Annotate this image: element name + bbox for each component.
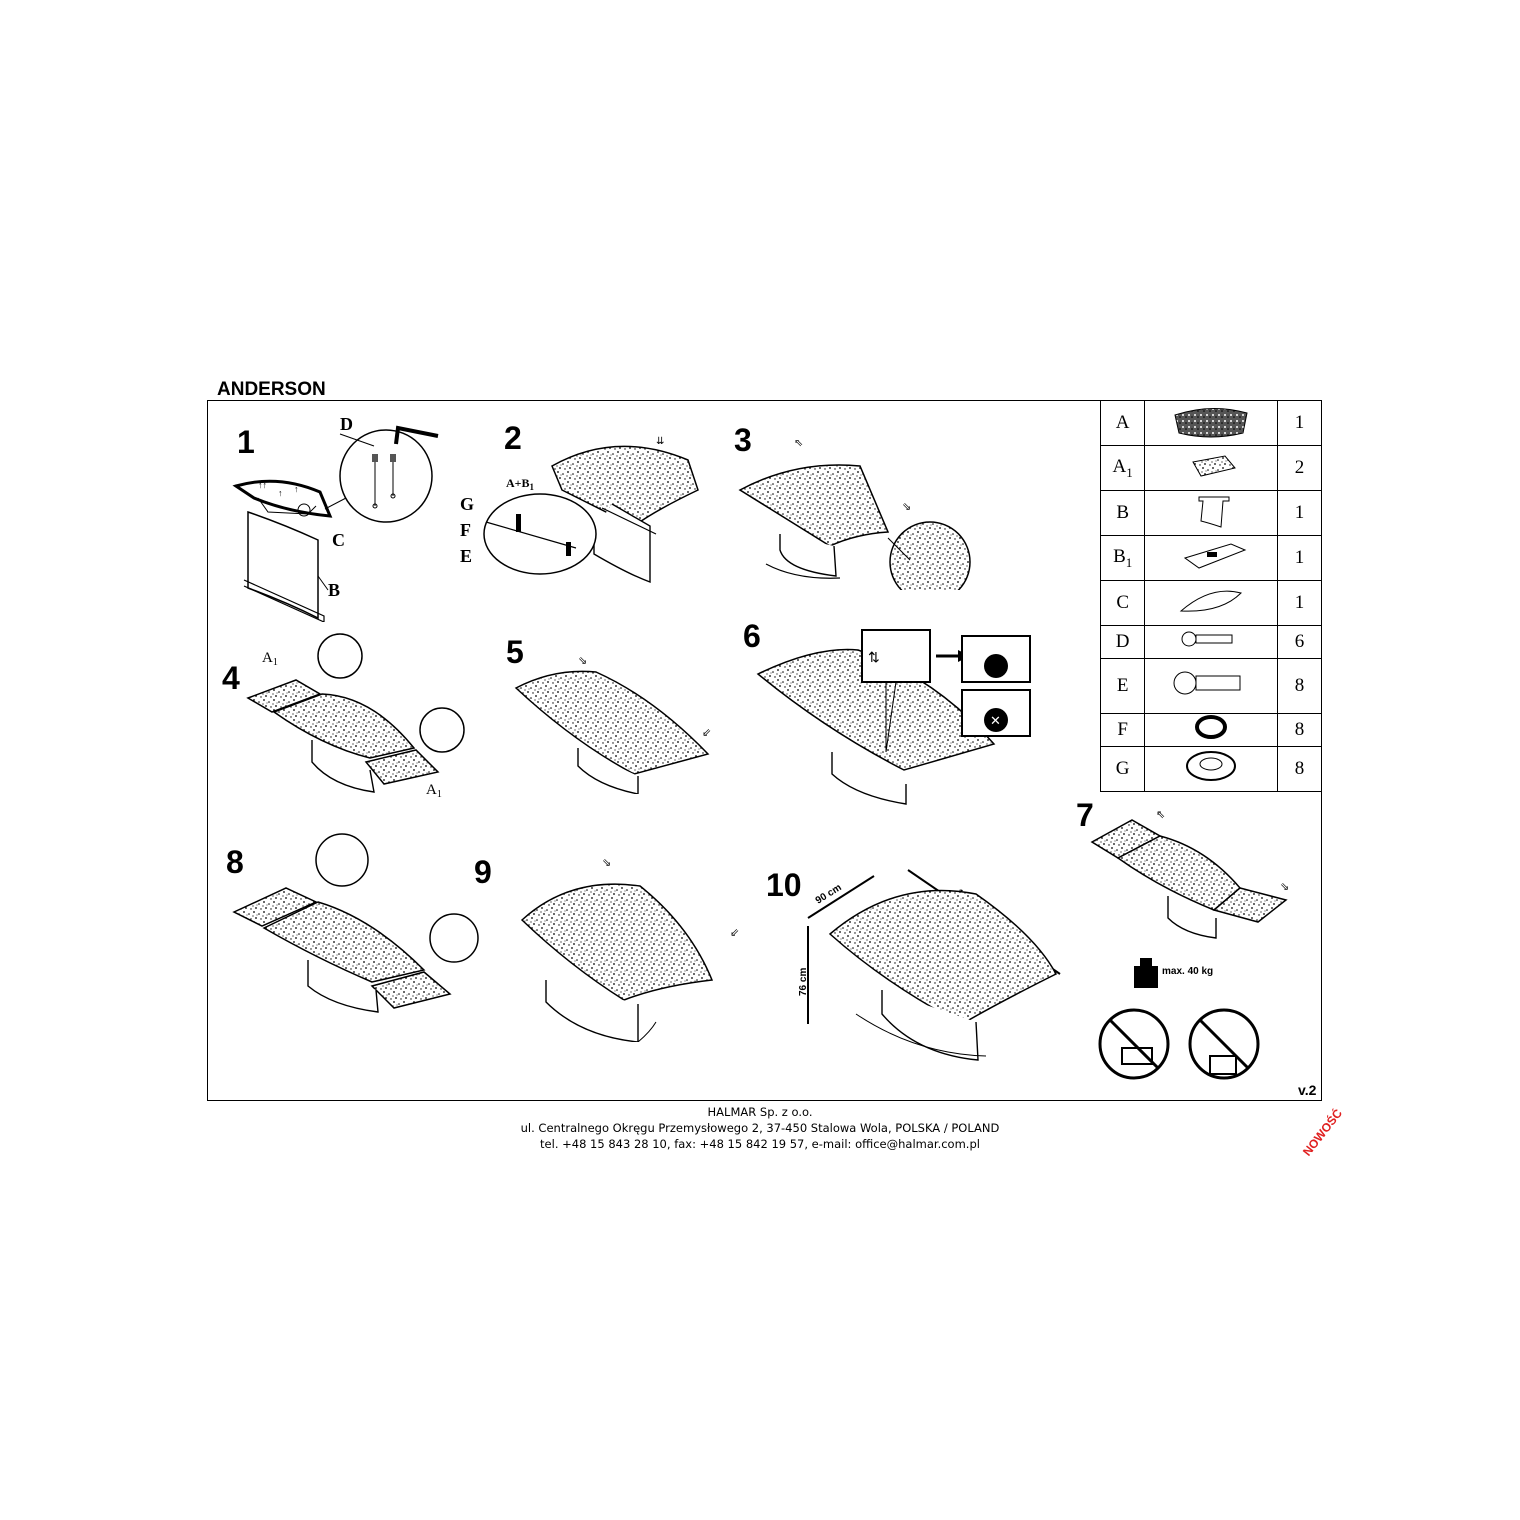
document-title: ANDERSON [217,379,326,400]
svg-text:✕: ✕ [990,713,1001,728]
svg-text:↑: ↑ [278,488,283,498]
step-2-number: 2 [504,420,522,456]
part-quantity: 2 [1276,445,1323,491]
max-weight-label: max. 40 kg [1162,966,1213,977]
cross-icon [984,708,1008,732]
step-6-number: 6 [743,618,761,654]
step-10-number: 10 [766,867,802,903]
footer-company: HALMAR Sp. z o.o. [707,1105,813,1119]
bolt-icon [1144,658,1278,714]
extension-leaf-icon [1144,445,1278,491]
part-quantity: 8 [1276,658,1323,714]
part-code: F [1099,713,1146,747]
step-7-number: 7 [1076,797,1094,833]
step-7-illustration: ⇖ ⇘ [1090,809,1289,939]
label-f: F [460,520,471,540]
arrow-icon: ↑↑ [258,480,267,490]
part-quantity: 8 [1276,746,1323,792]
step-8-number: 8 [226,844,244,880]
step-3-number: 3 [734,422,752,458]
parts-row: A1 2 [1099,445,1323,491]
part-code: A1 [1099,445,1146,491]
part-code: A [1099,400,1146,446]
base-plate-icon [1144,580,1278,626]
footer-address: ul. Centralnego Okręgu Przemysłowego 2, … [520,1121,1000,1135]
bolt-icon [566,542,571,556]
part-quantity: 6 [1276,625,1323,659]
checkmark-icon [984,654,1008,678]
allen-key-icon [394,425,439,445]
step-3-illustration: ⇖ ⇘ [738,440,971,590]
svg-text:A+B1: A+B1 [506,476,535,492]
svg-text:⇖: ⇖ [1156,809,1165,821]
part-code: B1 [1099,535,1146,581]
label-b: B [328,580,340,600]
step-4-number: 4 [222,660,240,696]
part-code: B [1099,490,1146,536]
spring-washer-icon [1144,713,1278,747]
part-quantity: 8 [1276,713,1323,747]
label-a1-bottom: A1 [426,782,442,800]
step-4-illustration: A1 A1 [246,633,465,800]
label-a1-top: A1 [262,650,278,668]
svg-text:⇙: ⇙ [730,927,739,939]
flat-washer-icon [1144,746,1278,792]
frame-plate-icon [1144,535,1278,581]
part-code: G [1099,746,1146,792]
svg-text:⇘: ⇘ [1280,881,1289,893]
step-9-illustration: ⇘ ⇙ [520,857,739,1042]
step-6-illustration: ⇅ ✕ [756,629,1031,805]
footer: HALMAR Sp. z o.o. ul. Centralnego Okręgu… [0,1104,1520,1152]
part-code: D [1099,625,1146,659]
svg-text:⇊: ⇊ [656,436,664,447]
screw-icon [390,454,396,462]
step-10-illustration: 90 cm 160 (250) cm 76 cm [798,869,1061,1061]
svg-text:⇙: ⇙ [702,727,711,739]
bolt-icon [516,514,521,532]
step-8-illustration [232,833,479,1013]
label-e: E [460,546,472,566]
step-1-illustration: ↑↑ ↑ ↑ D C B [232,416,439,622]
step-5-illustration: ⇘ ⇙ [514,655,711,794]
width-dimension: 90 cm [814,882,844,906]
step-1-number: 1 [237,424,255,460]
label-d: D [340,416,353,434]
svg-text:↑: ↑ [294,484,299,494]
tabletop-icon [1144,400,1278,446]
step-2-illustration: ⇊ A+B1 G F E [460,436,699,583]
label-g: G [460,494,474,514]
svg-text:⇘: ⇘ [602,857,611,869]
svg-text:⇘: ⇘ [902,501,911,513]
version-label: v.2 [1298,1082,1317,1098]
part-quantity: 1 [1276,535,1323,581]
part-quantity: 1 [1276,580,1323,626]
screw-icon [1144,625,1278,659]
instruction-frame [207,400,1322,1101]
part-code: C [1099,580,1146,626]
step-9-number: 9 [474,854,492,890]
svg-text:⇘: ⇘ [578,655,587,667]
parts-row: B1 1 [1099,535,1323,581]
part-quantity: 1 [1276,400,1323,446]
part-code: E [1099,658,1146,714]
base-leg-icon [1144,490,1278,536]
height-dimension: 76 cm [798,968,809,996]
svg-text:⇖: ⇖ [794,440,803,449]
step-5-number: 5 [506,634,524,670]
warnings-illustration: max. 40 kg [1098,958,1260,1080]
svg-text:⇅: ⇅ [868,651,880,666]
footer-contact: tel. +48 15 843 28 10, fax: +48 15 842 1… [540,1137,980,1151]
part-quantity: 1 [1276,490,1323,536]
weight-icon [1134,966,1158,988]
screw-icon [372,454,378,462]
label-c: C [332,530,345,550]
